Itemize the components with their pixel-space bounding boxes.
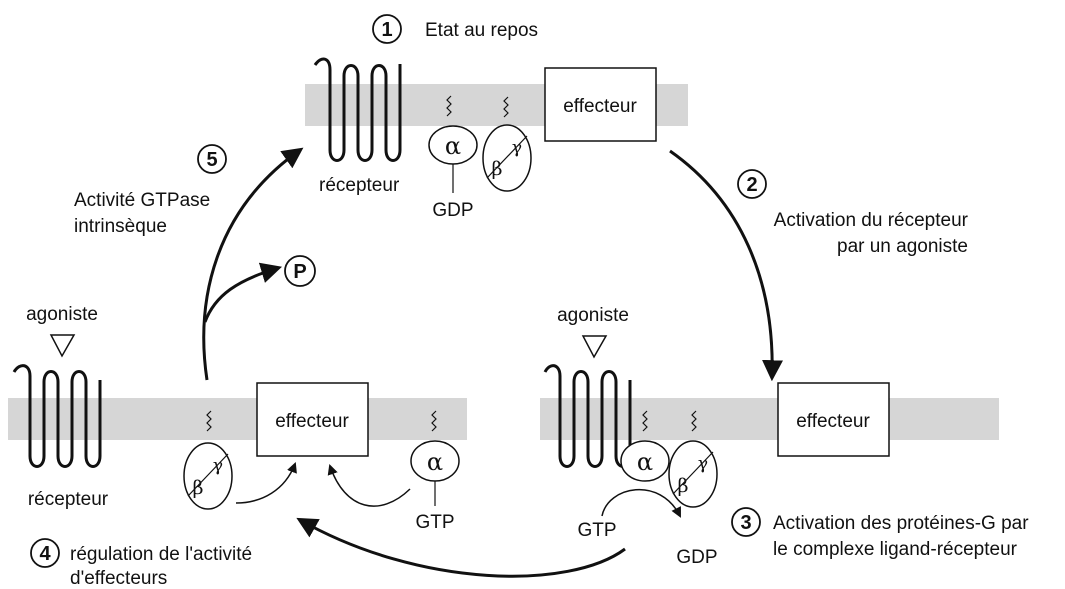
gtp-label-right: GTP xyxy=(577,520,616,541)
step-5: 5 Activité GTPase intrinsèque xyxy=(74,144,227,237)
effector-label-left: effecteur xyxy=(275,411,349,432)
alpha-symbol-right: α xyxy=(637,448,653,476)
agonist-label-right: agoniste xyxy=(557,305,629,326)
cycle-arrow-1-to-3 xyxy=(669,149,784,382)
beta-gamma-to-effector-arrow xyxy=(235,462,297,504)
step-5-badge xyxy=(197,144,227,174)
step-5-line-2: intrinsèque xyxy=(74,216,167,237)
effector-label-top: effecteur xyxy=(563,96,637,117)
receptor-top xyxy=(313,57,402,162)
effector-box-top xyxy=(544,67,657,142)
step-1: 1 Etat au repos xyxy=(372,14,538,44)
phosphate-label: P xyxy=(293,261,306,283)
step-4: 4 régulation de l'activité d'effecteurs xyxy=(30,538,252,589)
beta-symbol-right: β xyxy=(678,475,689,497)
alpha-symbol-top: α xyxy=(445,132,461,160)
gamma-symbol-top: γ xyxy=(512,138,522,158)
step-4-line-2: d'effecteurs xyxy=(70,568,167,589)
receptor-label-top: récepteur xyxy=(319,175,400,196)
effector-box-right xyxy=(777,382,890,457)
beta-gamma-subunit-top xyxy=(482,124,532,192)
step-3: 3 Activation des protéines-G par le comp… xyxy=(731,507,1029,560)
receptor-left xyxy=(12,364,102,468)
step-3-line-1: Activation des protéines-G par xyxy=(773,513,1029,534)
lipid-anchor-bg-top xyxy=(503,96,509,118)
lipid-anchor-alpha-top xyxy=(446,95,452,117)
step-1-label: Etat au repos xyxy=(425,20,538,41)
step-3-line-2: le complexe ligand-récepteur xyxy=(773,539,1018,560)
step-3-number: 3 xyxy=(740,512,751,534)
gtp-gdp-exchange-arrow xyxy=(601,489,681,518)
lipid-anchor-bg-left xyxy=(206,410,212,432)
step-4-line-1: régulation de l'activité xyxy=(70,544,252,565)
lipid-anchor-alpha-right xyxy=(642,410,648,432)
beta-gamma-divider-right xyxy=(672,451,714,495)
gdp-label-top: GDP xyxy=(432,200,473,221)
alpha-to-effector-arrow xyxy=(327,464,411,507)
step-2-line-2: par un agoniste xyxy=(837,236,968,257)
step-4-number: 4 xyxy=(39,543,51,565)
lipid-anchor-bg-right xyxy=(691,410,697,432)
effector-label-right: effecteur xyxy=(796,411,870,432)
gamma-symbol-right: γ xyxy=(698,454,708,474)
step-2: 2 Activation du récepteur par un agonist… xyxy=(737,169,969,257)
step-2-number: 2 xyxy=(746,174,757,196)
agonist-label-left: agoniste xyxy=(26,304,98,325)
step-1-badge xyxy=(372,14,402,44)
receptor-right xyxy=(543,364,632,468)
beta-gamma-divider-left xyxy=(187,453,229,497)
alpha-subunit-right xyxy=(620,440,670,482)
gdp-label-right: GDP xyxy=(676,547,717,568)
step-4-badge xyxy=(30,538,60,568)
cycle-arrow-4-to-1 xyxy=(202,147,304,381)
step-5-line-1: Activité GTPase xyxy=(74,190,210,211)
beta-gamma-divider-top xyxy=(486,135,528,179)
beta-gamma-subunit-right xyxy=(668,440,718,508)
beta-symbol-top: β xyxy=(492,158,503,180)
beta-gamma-subunit-left xyxy=(183,442,233,510)
alpha-symbol-left: α xyxy=(427,448,443,476)
state-4-effector-regulation: agoniste récepteur effecteur β γ α GTP xyxy=(8,304,467,533)
receptor-label-left: récepteur xyxy=(28,489,109,510)
membrane-band-right xyxy=(540,398,999,440)
effector-box-left xyxy=(256,382,369,457)
beta-symbol-left: β xyxy=(193,477,204,499)
phosphate: P xyxy=(284,255,316,287)
phosphate-badge xyxy=(284,255,316,287)
phosphate-release-arrow xyxy=(203,262,283,323)
step-1-number: 1 xyxy=(381,19,392,41)
gamma-symbol-left: γ xyxy=(213,456,223,476)
step-2-line-1: Activation du récepteur xyxy=(774,210,969,231)
agonist-triangle-right xyxy=(581,335,608,359)
lipid-anchor-alpha-left xyxy=(431,410,437,432)
gtp-label-left: GTP xyxy=(415,512,454,533)
agonist-triangle-left xyxy=(49,334,76,358)
cycle-arrow-3-to-4 xyxy=(296,517,626,578)
membrane-band-left xyxy=(8,398,467,440)
step-5-number: 5 xyxy=(206,149,217,171)
step-3-badge xyxy=(731,507,761,537)
step-2-badge xyxy=(737,169,767,199)
state-1-resting: récepteur effecteur α GDP β γ xyxy=(305,57,688,221)
state-3-g-protein-activation: agoniste effecteur α β γ GTP GDP xyxy=(540,305,999,568)
